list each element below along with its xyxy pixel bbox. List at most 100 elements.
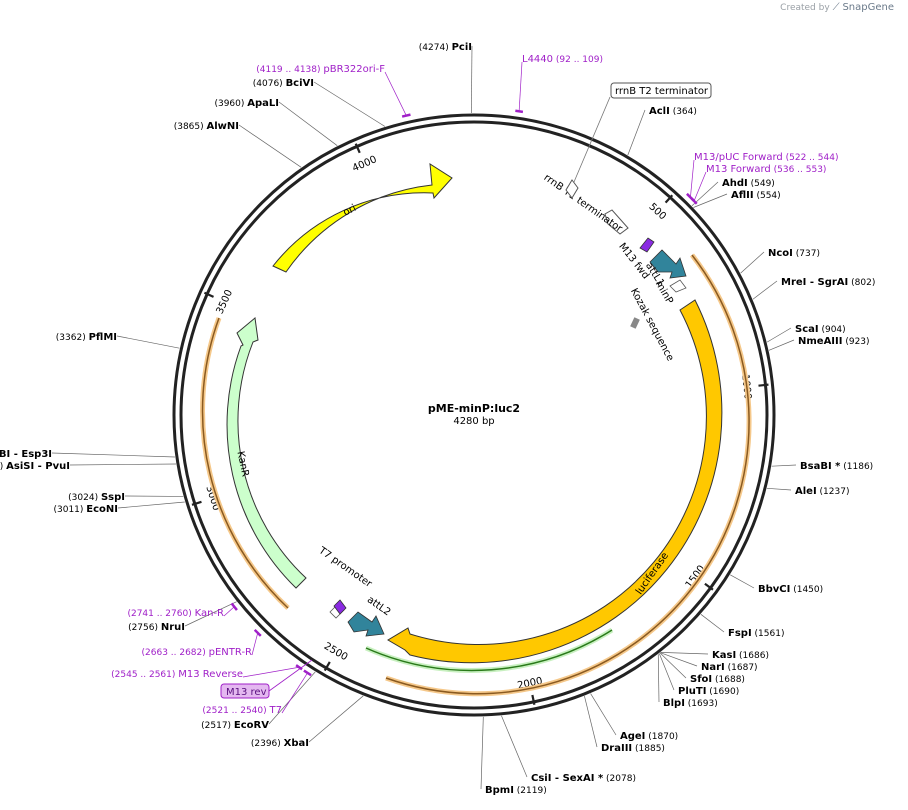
site-extra-asisi: - PvuI [34, 461, 70, 472]
site-blpi[interactable]: BlpI (1693) [663, 698, 718, 709]
m13-rev-box[interactable]: M13 rev [220, 683, 270, 699]
plasmid-size: 4280 bp [453, 416, 494, 427]
site-label-bsabi: BsaBI * (1186) [800, 461, 873, 472]
site-name-bbvci: BbvCI [758, 584, 790, 595]
site-label-aflii: AflII (554) [731, 190, 781, 201]
primer-label-m13puc: M13/pUC Forward (522 .. 544) [694, 152, 838, 163]
kanr-feature[interactable]: KanR [226, 317, 307, 589]
tick-2000 [531, 694, 536, 705]
site-agei[interactable]: AgeI (1870) [620, 731, 678, 742]
site-name-bsabi: BsaBI * [800, 461, 841, 472]
site-coord-kasi: (1686) [736, 651, 769, 661]
site-label-pflmi: (3362) PflMI [56, 332, 117, 343]
site-label-kasi: KasI (1686) [712, 650, 769, 661]
primer-m13fwd[interactable]: M13 Forward (536 .. 553) [706, 164, 826, 175]
site-ecorv[interactable]: (2517) EcoRV [201, 720, 269, 731]
rrnb-t2-box[interactable]: rrnB T2 terminator [610, 82, 712, 99]
site-asisi[interactable]: (3099) AsiSI - PvuI [0, 461, 70, 472]
ori-feature[interactable]: ori [272, 163, 453, 273]
site-alwni[interactable]: (3865) AlwNI [174, 121, 239, 132]
site-coord-acli: (364) [670, 107, 697, 117]
site-name-drai: DraIII [601, 743, 632, 754]
primer-name-pbr322: pBR322ori-F [323, 64, 385, 75]
site-bsmbi[interactable]: (3115) BsmBI - Esp3I [0, 449, 52, 460]
site-pluti[interactable]: PluTI (1690) [678, 686, 739, 697]
primer-l4440[interactable]: L4440 (92 .. 109) [522, 54, 603, 65]
site-nari[interactable]: NarI (1687) [701, 662, 758, 673]
site-label-bcivi: (4076) BciVI [253, 78, 314, 89]
site-xbai[interactable]: (2396) XbaI [251, 738, 309, 749]
site-acli[interactable]: AclI (364) [649, 106, 697, 117]
site-extra-csii: - SexAI * [551, 773, 603, 784]
site-bbvci[interactable]: BbvCI (1450) [758, 584, 823, 595]
connector-kasi [660, 652, 709, 655]
site-csii[interactable]: CsiI - SexAI * (2078) [531, 773, 636, 784]
primer-kanr-primer[interactable]: (2741 .. 2760) Kan-R [127, 608, 224, 619]
connector-bsabi [771, 464, 797, 467]
site-pcii[interactable]: (4274) PciI [419, 42, 472, 53]
site-drai[interactable]: DraIII (1885) [601, 743, 665, 754]
primer-label-l4440: L4440 (92 .. 109) [522, 54, 603, 65]
primer-m13rev-primer[interactable]: (2545 .. 2561) M13 Reverse [111, 669, 243, 680]
connector-asisi [69, 463, 177, 466]
site-coord-nrui: (2756) [128, 623, 161, 633]
site-nmeaiii[interactable]: NmeAIII (923) [798, 336, 870, 347]
primer-label-kanr-primer: (2741 .. 2760) Kan-R [127, 608, 224, 619]
site-kasi[interactable]: KasI (1686) [712, 650, 769, 661]
site-alei[interactable]: AleI (1237) [795, 486, 849, 497]
tick-1500 [704, 582, 714, 591]
primer-range-m13puc: (522 .. 544) [783, 153, 839, 163]
site-label-csii: CsiI - SexAI * (2078) [531, 773, 636, 784]
site-sspi[interactable]: (3024) SspI [68, 492, 125, 503]
rrnb-t1-feature[interactable]: rrnB T1 terminator [542, 172, 629, 235]
connector-pflmi [116, 335, 180, 349]
site-name-xbai: XbaI [284, 738, 309, 749]
connector-aflii [693, 193, 728, 208]
site-apali[interactable]: (3960) ApaLI [214, 98, 279, 109]
primer-connector-l4440 [518, 61, 523, 112]
site-name-pflmi: PflMI [89, 332, 117, 343]
site-name-ecorv: EcoRV [234, 720, 269, 731]
connector-nmeaiii [768, 339, 795, 351]
primer-mark-pbr322 [401, 113, 411, 118]
site-bpmi[interactable]: BpmI (2119) [485, 785, 547, 796]
site-name-bcivi: BciVI [286, 78, 314, 89]
primer-pentr[interactable]: (2663 .. 2682) pENTR-R [142, 647, 253, 658]
site-coord-ahdi: (549) [748, 179, 775, 189]
primer-t7-primer[interactable]: (2521 .. 2540) T7 [202, 705, 282, 716]
site-name-mrei: MreI [781, 277, 806, 288]
primer-pbr322[interactable]: (4119 .. 4138) pBR322ori-F [256, 64, 385, 75]
site-ncoi[interactable]: NcoI (737) [768, 248, 820, 259]
site-nrui[interactable]: (2756) NruI [128, 622, 185, 633]
site-bsabi[interactable]: BsaBI * (1186) [800, 461, 873, 472]
primer-label-m13rev-primer: (2545 .. 2561) M13 Reverse [111, 669, 243, 680]
site-sfoi[interactable]: SfoI (1688) [690, 674, 745, 685]
site-pflmi[interactable]: (3362) PflMI [56, 332, 117, 343]
primer-mark-m13fwd [690, 197, 698, 205]
site-label-mrei: MreI - SgrAI (802) [781, 277, 875, 288]
site-mrei[interactable]: MreI - SgrAI (802) [781, 277, 875, 288]
site-name-asisi: AsiSI [6, 461, 34, 472]
rrnb-t2-feature[interactable] [565, 179, 579, 199]
site-name-scai: ScaI [795, 324, 819, 335]
primer-m13puc[interactable]: M13/pUC Forward (522 .. 544) [694, 152, 838, 163]
connector-apali [278, 101, 338, 146]
primer-connector-m13fwd [693, 171, 707, 202]
attl2-feature[interactable]: attL2 [347, 594, 392, 637]
tick-2500 [323, 661, 331, 672]
minp-feature[interactable]: minP [653, 279, 687, 306]
site-label-bbvci: BbvCI (1450) [758, 584, 823, 595]
m13-rev-feature[interactable] [333, 599, 347, 615]
site-fspi[interactable]: FspI (1561) [728, 628, 784, 639]
site-label-alei: AleI (1237) [795, 486, 849, 497]
site-scai[interactable]: ScaI (904) [795, 324, 846, 335]
site-econi[interactable]: (3011) EcoNI [53, 504, 118, 515]
t7-promoter-label: T7 promoter [316, 545, 375, 591]
site-coord-mrei: (802) [848, 278, 875, 288]
primer-label-m13fwd: M13 Forward (536 .. 553) [706, 164, 826, 175]
site-aflii[interactable]: AflII (554) [731, 190, 781, 201]
site-ahdi[interactable]: AhdI (549) [722, 178, 775, 189]
connector-bsmbi [51, 452, 175, 458]
site-coord-asisi: (3099) [0, 462, 6, 472]
site-bcivi[interactable]: (4076) BciVI [253, 78, 314, 89]
